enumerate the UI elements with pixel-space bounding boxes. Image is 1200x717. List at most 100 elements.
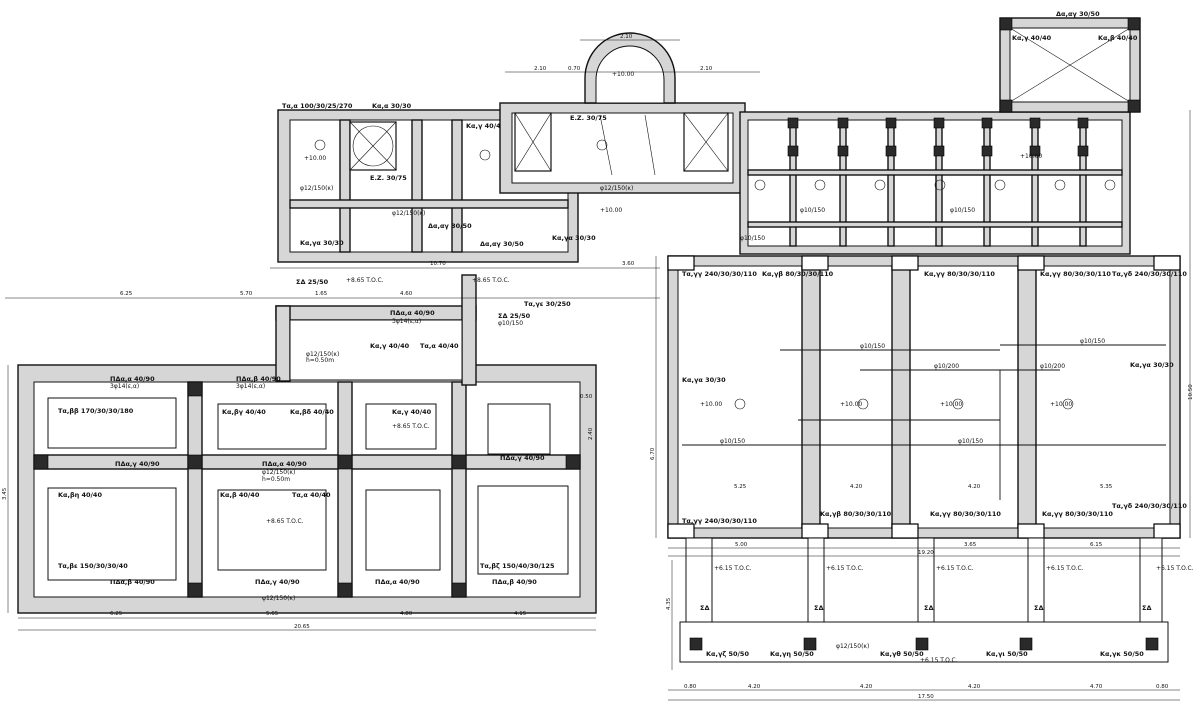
dim-text: 3.45 [2,487,8,500]
shaft-cross [683,112,729,172]
label-column: Kα,γα 30/30 [1130,361,1174,369]
label-rebar: φ10/150 [720,438,745,445]
label-rebar: φ10/150 [740,235,765,242]
dim-text: 4.70 [1090,684,1103,690]
section-marker-icon [952,398,964,410]
section-marker-icon [754,179,766,191]
beam-vertical [451,381,467,598]
stair-line [644,114,656,176]
dim-text: 17.50 [918,694,934,700]
label-level: +10.00 [1020,153,1042,160]
label-beam: ΠΔα,β 40/90 [492,578,537,586]
section-marker-icon [596,139,608,151]
label-column: Kα,γθ 50/50 [880,650,924,658]
label-shear-wall: E.Z. 30/75 [370,174,407,182]
label-rebar: φ12/150(κ) [836,643,869,650]
label-wall: Tα,γε 30/250 [524,300,571,308]
label-column: Kα,βδ 40/40 [290,408,334,416]
pier [801,265,821,529]
section-marker-icon [994,179,1006,191]
column-frame [1153,523,1181,539]
east-hall: Tα,γγ 240/30/30/110 Kα,γβ 80/30/30/110 K… [667,255,1187,539]
column [187,582,203,598]
label-rebar: 3φ14(ε,α) [110,383,139,390]
label-level: +6.15 T.O.C. [826,565,864,572]
room-slab [487,403,551,455]
label-strip-footing: ΣΔ 25/50 [498,312,531,320]
label-column: Kα,γκ 50/50 [1100,650,1144,658]
label-shear-wall: E.Z. 30/75 [570,114,607,122]
label-level: +8.65 T.O.C. [472,277,510,284]
label-rebar: φ12/150(κ) [392,210,425,217]
dim-text: 4.35 [666,597,672,610]
dim-text: 4.20 [968,684,981,690]
label-beam: ΠΔα,α 40/90 [390,309,435,317]
dim-text: 4.60 [400,291,413,297]
dim-text: 4.20 [968,484,981,490]
section-marker-icon [479,149,491,161]
pier [1017,265,1037,529]
column-frame [1017,255,1045,271]
label-wall: Tα,α 100/30/25/270 [282,102,353,110]
room-slab [477,485,569,575]
dim-text: 0.80 [1156,684,1169,690]
dim-text: 3.60 [622,261,635,267]
label-column: Kα,γ 40/40 [370,342,410,350]
label-column: Kα,γη 50/50 [770,650,814,658]
label-rebar: φ10/150 [958,438,983,445]
label-column: Kα,βγ 40/40 [222,408,266,416]
label-wall: Kα,γβ 80/30/30/110 [762,270,834,278]
label-beam: Δα,αγ 30/50 [1056,10,1100,18]
entrance-beam [275,305,291,382]
label-strip-footing: ΣΔ [1034,604,1043,612]
beam-vertical [187,381,203,598]
column-frame [891,523,919,539]
column-frame [1153,255,1181,271]
column [1127,17,1141,31]
label-beam: ΠΔα,α 40/90 [262,460,307,468]
column [451,454,467,470]
label-rebar: φ10/150 [800,207,825,214]
label-column: Kα,γ 40/40 [392,408,432,416]
label-level: +8.65 T.O.C. [346,277,384,284]
dim-text: 2.10 [620,34,633,40]
label-beam: ΠΔα,γ 40/90 [500,454,545,462]
dim-text: 3.65 [964,542,977,548]
label-wall: Kα,γγ 80/30/30/110 [930,510,1001,518]
shaft-cross [349,121,397,171]
label-rebar: φ12/150(κ) [600,185,633,192]
dim-text: 2.40 [588,427,594,440]
label-wall: Kα,γβ 80/30/30/110 [820,510,892,518]
shaft-circle [352,125,394,167]
column-frame [891,255,919,271]
label-level: +10.00 [612,71,634,78]
dim-text: 5.70 [240,291,253,297]
stair-line [599,114,613,176]
footing-posts [685,537,1163,623]
label-rebar: φ12/150(κ) [262,469,295,476]
column-frame [667,523,695,539]
label-level: +10.00 [304,155,326,162]
label-strip-footing: ΣΔ [700,604,709,612]
label-column: Tα,α 40/40 [292,491,331,499]
label-level: +10.00 [940,401,962,408]
label-beam: ΠΔα,γ 40/90 [255,578,300,586]
dim-text: 4.15 [514,611,527,617]
label-beam: ΠΔα,γ 40/90 [115,460,160,468]
entrance-beam [461,274,477,386]
label-rebar: h=0.50m [262,476,290,483]
label-wall: Kα,γγ 80/30/30/110 [924,270,995,278]
section-marker-icon [1054,179,1066,191]
ne-columns [787,117,1089,157]
section-marker-icon [1062,398,1074,410]
label-slab: Tα,ββ 170/30/30/180 [58,407,134,415]
label-rebar: 3φ14(ε,α) [236,383,265,390]
label-slab: Tα,βζ 150/40/30/125 [480,562,555,570]
dimension-lines [5,39,1191,701]
label-rebar: φ12/150(κ) [262,595,295,602]
label-level: +10.00 [840,401,862,408]
room-slab [217,489,327,571]
column [33,454,49,470]
dim-text: 19.20 [918,550,934,556]
dim-text: 5.35 [1100,484,1113,490]
